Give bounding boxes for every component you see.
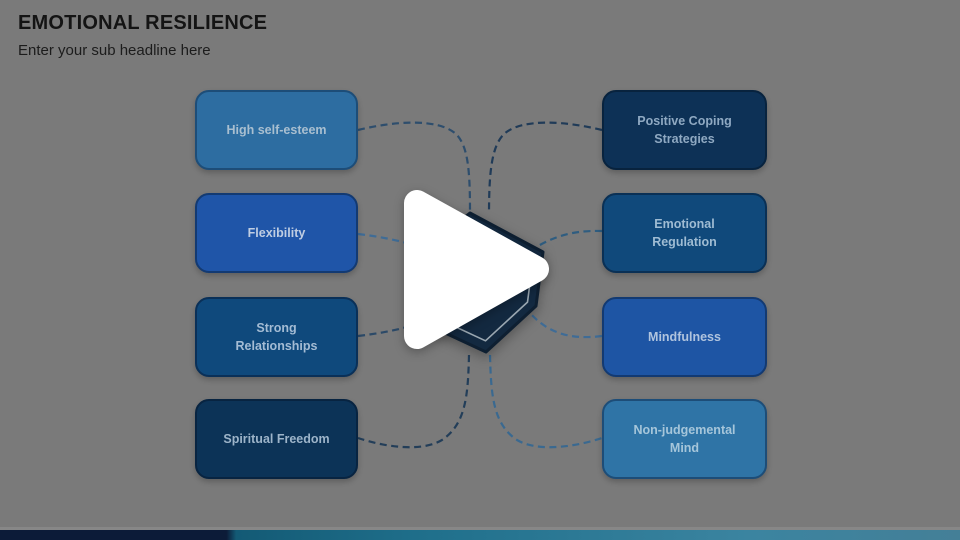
play-button[interactable] — [390, 180, 566, 360]
connector-non-judgemental — [488, 354, 603, 449]
page-title: EMOTIONAL RESILIENCE — [18, 12, 268, 34]
node-strong-relationships: Strong Relationships — [195, 297, 358, 377]
connector-mindfulness — [529, 312, 603, 339]
node-high-self-esteem: High self-esteem — [195, 90, 358, 170]
node-spiritual-freedom: Spiritual Freedom — [195, 399, 358, 479]
node-flexibility: Flexibility — [195, 193, 358, 273]
node-label: Mindfulness — [648, 329, 721, 344]
node-label: Spiritual Freedom — [223, 431, 330, 446]
node-label: Positive Coping Strategies — [637, 113, 732, 146]
node-mindfulness: Mindfulness — [602, 297, 767, 377]
footer-divider — [0, 527, 960, 530]
connector-spiritual-freedom — [357, 354, 471, 449]
node-emotional-regulation: Emotional Regulation — [602, 193, 767, 273]
node-positive-coping-strategies: Positive Coping Strategies — [602, 90, 767, 170]
node-label: Non-judgemental Mind — [633, 422, 736, 455]
slide-header: EMOTIONAL RESILIENCE Enter your sub head… — [18, 12, 267, 59]
node-label: Flexibility — [247, 225, 306, 240]
footer-accent-bar — [0, 530, 960, 540]
connector-flexibility — [357, 232, 441, 257]
page-subtitle: Enter your sub headline here — [18, 42, 211, 59]
node-label: Strong Relationships — [235, 320, 318, 353]
node-label: Emotional Regulation — [652, 216, 717, 249]
node-non-judgemental-mind: Non-judgemental Mind — [602, 399, 767, 479]
node-label: High self-esteem — [226, 122, 327, 137]
play-icon — [404, 190, 549, 349]
